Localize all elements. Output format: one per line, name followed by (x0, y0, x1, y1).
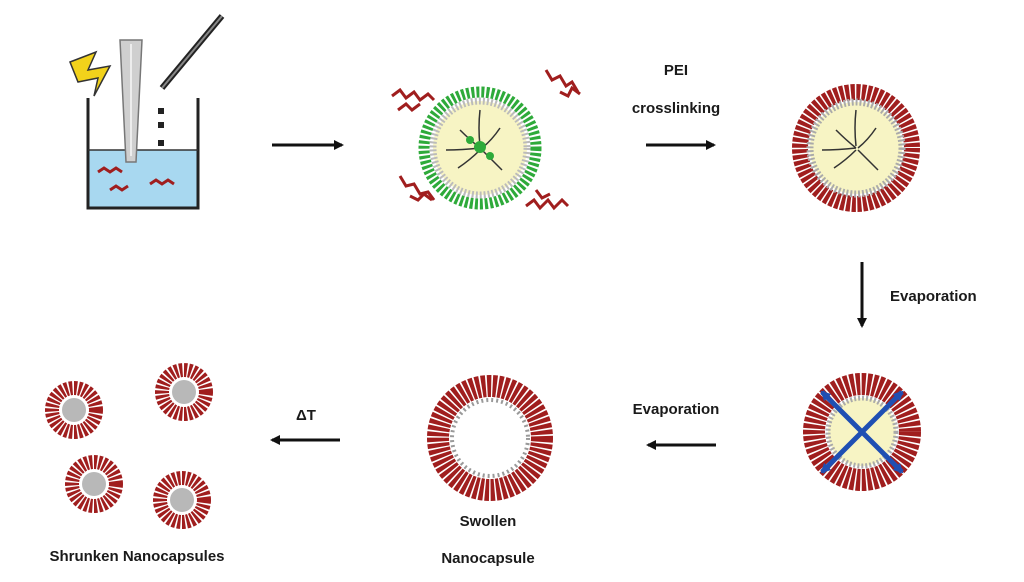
crosslinked-capsule (792, 84, 920, 212)
sonication-beaker (69, 14, 225, 210)
pei-shell (427, 375, 553, 501)
lightning-icon (69, 50, 112, 97)
swollen-capsule (427, 375, 553, 501)
pei-shell (792, 84, 920, 212)
evaporating-capsule (803, 373, 921, 491)
shrunken-capsule (155, 363, 213, 421)
label-pei: PEI (663, 62, 689, 79)
free-pei-chains (391, 69, 581, 211)
hollow-core (450, 398, 530, 478)
shrunken-capsule (65, 455, 123, 513)
evaporation-arrows (820, 390, 904, 474)
beaker-outline (86, 98, 200, 210)
label-delta-t: ΔT (296, 407, 316, 424)
label-crosslinking: crosslinking (631, 100, 721, 117)
shrunken-capsules (45, 363, 213, 529)
label-swollen: Swollen (459, 513, 517, 530)
label-evaporation-2: Evaporation (632, 401, 720, 418)
shrunken-capsule (45, 381, 103, 439)
water-fill (88, 150, 198, 208)
label-nanocapsule: Nanocapsule (441, 550, 535, 567)
pei-shell (803, 373, 921, 491)
shrunken-capsule (153, 471, 211, 529)
label-evaporation-1: Evaporation (890, 288, 977, 305)
surfactant-shell (418, 86, 542, 210)
dispersed-molecules (97, 166, 175, 192)
label-shrunken-nanocapsules: Shrunken Nanocapsules (49, 548, 225, 565)
micelle-with-pei (391, 69, 581, 211)
